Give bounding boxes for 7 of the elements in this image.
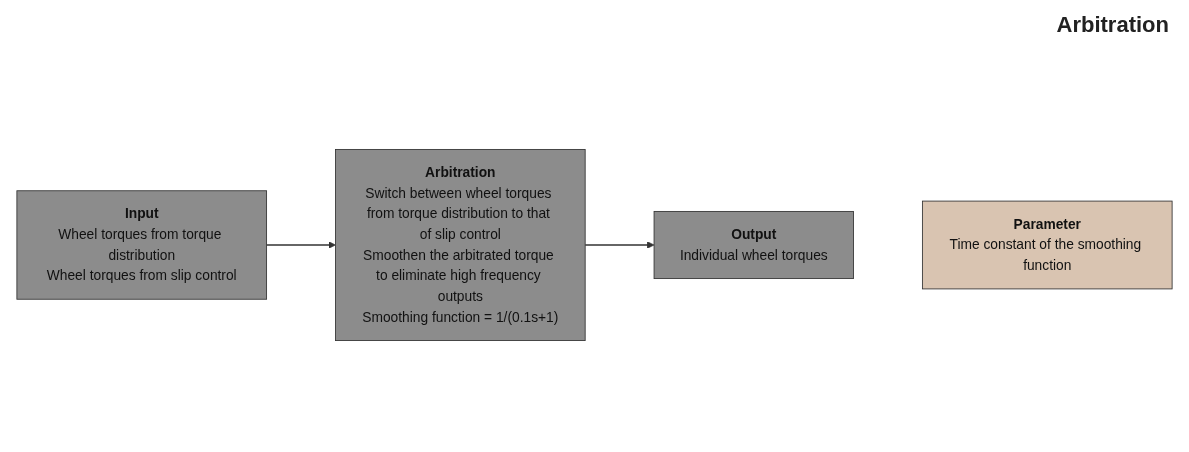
node-box: Arbitration Switch between wheel torques from torque distribution to that of slip control Smoothen the arbitrated torque to eliminate high frequency outputs Smoothing function = 1/(0.1s+1) (335, 149, 586, 341)
node-box: Parameter Time constant of the smoothing function (922, 200, 1173, 290)
node-box: Input Wheel torques from torque distribution Wheel torques from slip control (16, 190, 267, 300)
node-box: Output Individual wheel torques (653, 211, 854, 279)
diagram-title: Arbitration (1056, 12, 1169, 38)
arrow (584, 241, 655, 249)
arrow (265, 241, 336, 249)
